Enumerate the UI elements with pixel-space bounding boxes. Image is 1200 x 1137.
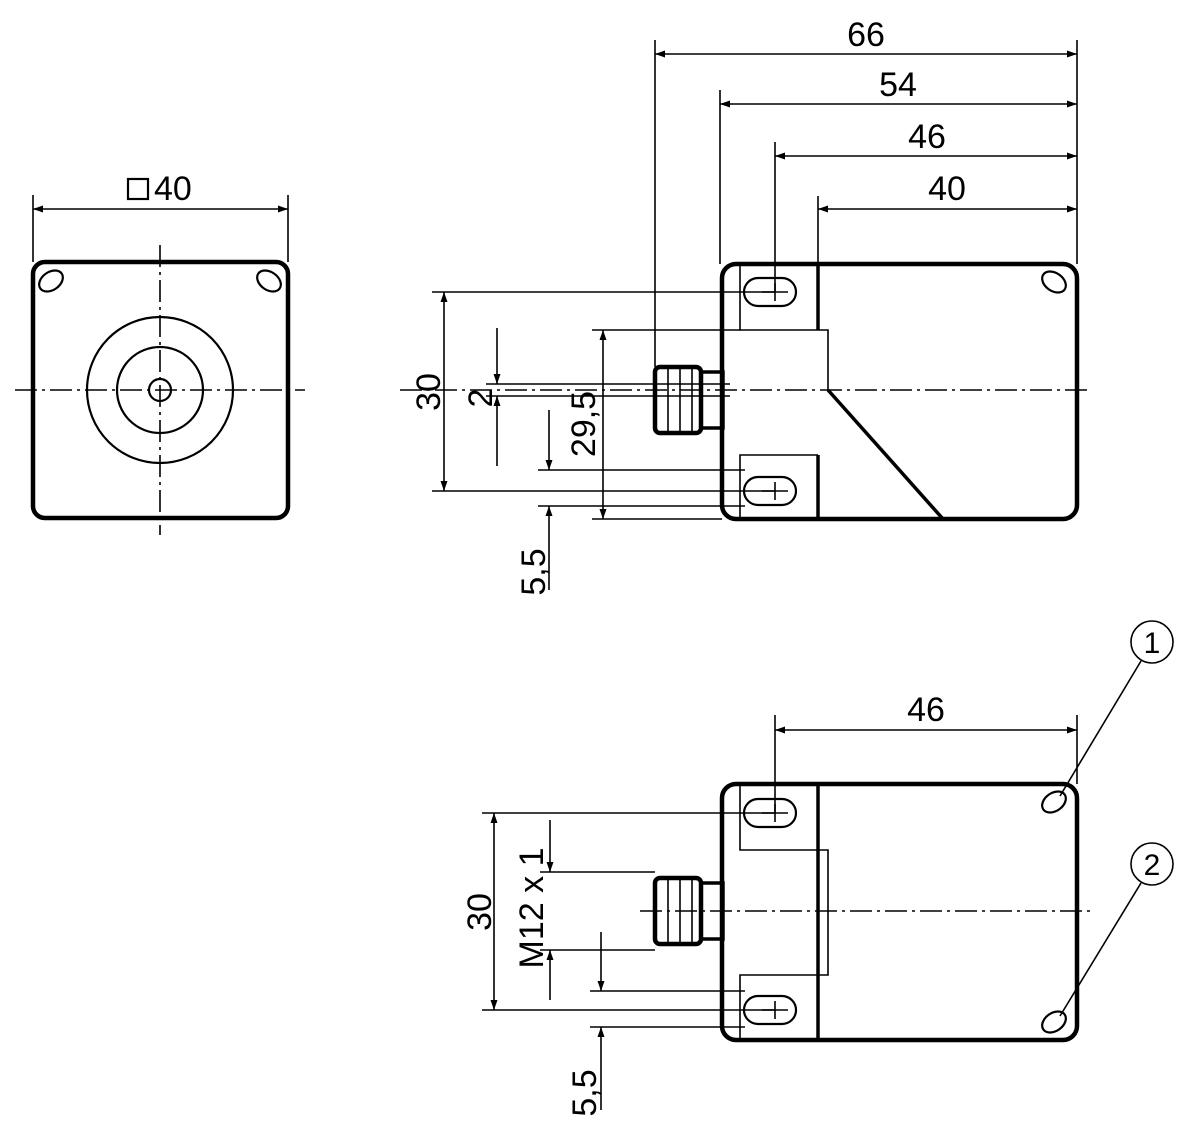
side-bracket-upper xyxy=(739,264,829,390)
bottom-dimension-label-5-5: 5,5 xyxy=(566,1069,604,1116)
side-mounting-hole xyxy=(1041,270,1067,294)
side-housing xyxy=(719,261,1080,522)
callout-1-label: 1 xyxy=(1144,627,1161,660)
dimension-label-54: 54 xyxy=(879,66,917,104)
front-width-label: 40 xyxy=(154,170,192,208)
dimension-label-5-5: 5,5 xyxy=(515,548,553,595)
dimension-label-2: 2 xyxy=(462,389,500,408)
m12-connector-side xyxy=(652,364,725,436)
bottom-mounting-hole-upper xyxy=(1041,790,1067,814)
bottom-mounting-hole-lower xyxy=(1041,1010,1067,1034)
bottom-dimension-label-46: 46 xyxy=(907,691,945,729)
dimension-label-40: 40 xyxy=(928,170,966,208)
bottom-dimension-label-30: 30 xyxy=(461,893,499,931)
dimension-label-46: 46 xyxy=(908,118,946,156)
square-symbol-icon xyxy=(126,177,150,201)
callout-1-leader xyxy=(1059,660,1142,797)
dimension-label-30: 30 xyxy=(410,373,448,411)
side-bracket-lower xyxy=(739,454,818,519)
side-view: 66 54 46 40 30 2 29,5 5,5 xyxy=(400,16,1090,596)
callout-2-circle xyxy=(1130,842,1174,886)
front-mounting-hole-left xyxy=(38,269,64,293)
bottom-view: 46 30 M12 x 1 5,5 1 2 xyxy=(461,620,1174,1117)
thread-size-label: M12 x 1 xyxy=(513,848,551,969)
callout-1-circle xyxy=(1130,620,1174,664)
side-chamfer-line xyxy=(826,388,945,521)
dimension-label-66: 66 xyxy=(847,16,885,54)
dimension-label-29-5: 29,5 xyxy=(565,391,603,457)
callout-2-leader xyxy=(1059,882,1142,1017)
front-mounting-hole-right xyxy=(256,269,282,293)
bottom-bracket xyxy=(739,784,829,1040)
front-view: 40 xyxy=(15,170,305,535)
callout-2-label: 2 xyxy=(1144,849,1161,882)
